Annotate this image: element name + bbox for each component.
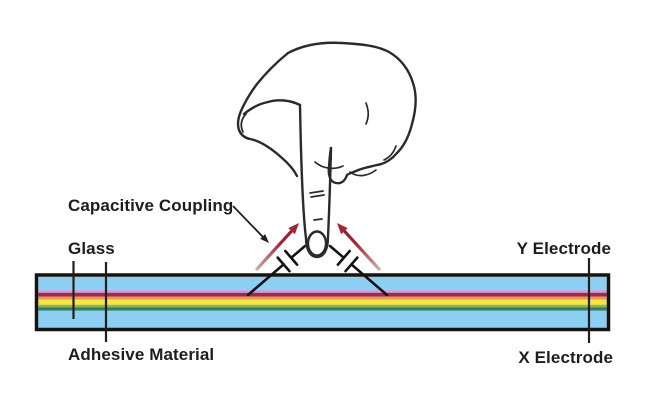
right-coupling-branch xyxy=(328,244,389,297)
left-coupling-arrow-icon xyxy=(255,223,299,271)
x-electrode-layer xyxy=(38,307,607,311)
glass-label: Glass xyxy=(68,239,115,258)
fingertip-icon xyxy=(306,230,328,257)
right-coupling-arrow-icon xyxy=(337,223,381,271)
capacitor-plate-icon xyxy=(344,256,359,273)
orange-film-layer xyxy=(38,296,607,300)
touch-panel-border xyxy=(34,273,611,332)
glass-bottom-layer xyxy=(38,310,607,329)
left-coupling-branch xyxy=(246,244,307,297)
capacitive-coupling-label: Capacitive Coupling xyxy=(68,196,234,215)
pointing-hand-illustration xyxy=(236,41,417,259)
touch-panel-layers xyxy=(38,276,607,329)
y-electrode-label: Y Electrode xyxy=(516,239,611,258)
adhesive-layer xyxy=(38,299,607,305)
lavender-film-layer xyxy=(38,289,607,293)
annotation-arrow-icon xyxy=(232,205,269,243)
glass-top-layer xyxy=(38,276,607,290)
capacitor-plate-icon xyxy=(276,256,291,273)
capacitor-plate-icon xyxy=(284,249,299,266)
x-electrode-label: X Electrode xyxy=(518,348,613,367)
capacitor-plate-icon xyxy=(336,249,351,266)
hand-creases xyxy=(309,102,397,221)
y-electrode-layer xyxy=(38,292,607,297)
green-film-layer xyxy=(38,304,607,308)
adhesive-material-label: Adhesive Material xyxy=(68,345,215,364)
